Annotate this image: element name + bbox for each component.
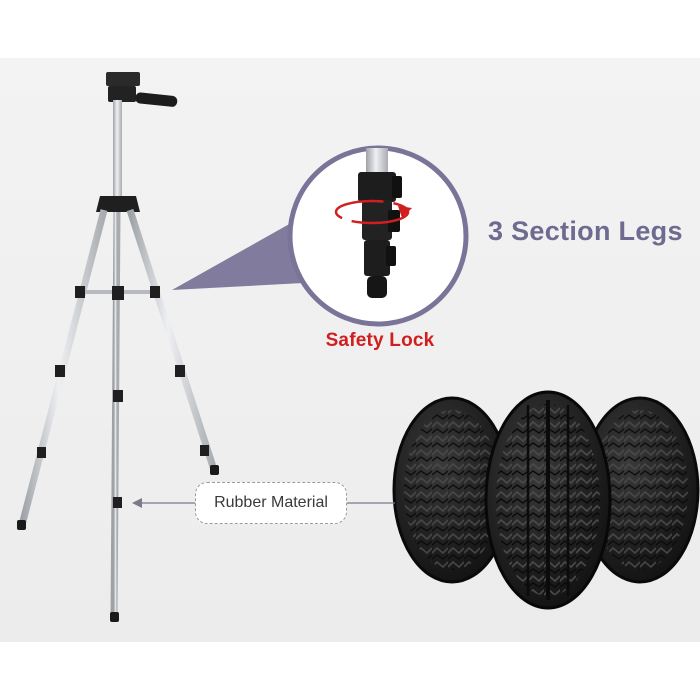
zoom-lock-lower — [364, 240, 390, 276]
rubber-foot — [210, 465, 219, 475]
safety-lock-zoom — [287, 145, 469, 327]
tire-right — [580, 396, 700, 584]
leg-lock — [113, 390, 123, 402]
arrow-left-icon — [132, 498, 195, 508]
leg-lock — [200, 445, 209, 456]
zoom-lock-upper — [358, 172, 396, 202]
zoom-lock-middle — [362, 200, 392, 240]
leg-lock — [37, 447, 46, 458]
tripod-head-plate — [106, 72, 140, 86]
tire-left — [392, 396, 512, 584]
callout-wedge — [172, 218, 322, 290]
tripod-head-body — [108, 86, 136, 102]
tripod — [17, 72, 219, 622]
tripod-leg-right — [126, 208, 218, 472]
rubber-material-callout: Rubber Material — [195, 482, 347, 524]
rubber-foot — [17, 520, 26, 530]
tires-group — [392, 390, 700, 610]
leg-lock — [113, 497, 122, 508]
safety-lock-label: Safety Lock — [325, 330, 435, 351]
section-legs-label: 3 Section Legs — [488, 216, 683, 246]
tripod-crown — [96, 196, 140, 212]
tripod-leg-center — [110, 211, 121, 619]
tripod-center-column — [113, 100, 122, 200]
rubber-material-label: Rubber Material — [214, 494, 328, 511]
tire-center — [484, 390, 612, 610]
zoom-foot — [367, 276, 387, 298]
rubber-foot — [110, 612, 119, 622]
rotate-arrow-icon — [334, 199, 412, 225]
leg-lock — [55, 365, 65, 377]
tripod-pan-handle — [135, 92, 178, 107]
leg-lock — [175, 365, 185, 377]
